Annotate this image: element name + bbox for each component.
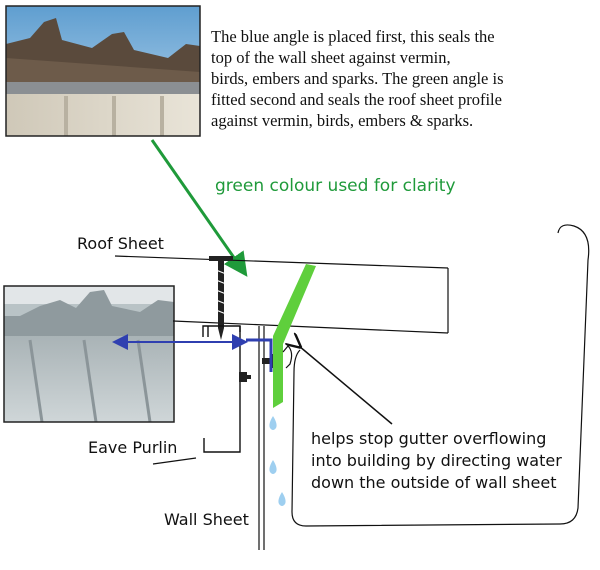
photo-wall-angle-detail <box>3 285 175 423</box>
overflow-line: down the outside of wall sheet <box>311 473 557 492</box>
green-colour-note: green colour used for clarity <box>215 176 456 196</box>
wall-sheet-label: Wall Sheet <box>164 510 249 529</box>
intro-line: top of the wall sheet against vermin, <box>211 48 451 67</box>
green-angle <box>273 264 316 408</box>
eave-purlin-label: Eave Purlin <box>88 438 178 457</box>
blue-angle <box>246 338 273 372</box>
gutter-overflow-note: helps stop gutter overflowing into build… <box>311 428 581 494</box>
eave-purlin <box>202 325 241 453</box>
intro-line: The blue angle is placed first, this sea… <box>211 27 495 46</box>
intro-line: fitted second and seals the roof sheet p… <box>211 90 502 109</box>
water-drops <box>269 416 286 506</box>
roof-sheet-label: Roof Sheet <box>77 234 164 253</box>
intro-line: birds, embers and sparks. The green angl… <box>211 69 504 88</box>
overflow-line: into building by directing water <box>311 451 562 470</box>
overflow-line: helps stop gutter overflowing <box>311 429 547 448</box>
photo-top-roof-edge <box>5 5 201 137</box>
gutter-outline <box>291 224 590 527</box>
intro-line: against vermin, birds, embers & sparks. <box>211 111 474 130</box>
intro-paragraph: The blue angle is placed first, this sea… <box>211 26 596 131</box>
roof-screw <box>209 256 233 340</box>
angle-clip <box>282 345 293 369</box>
overflow-pointer-arrow <box>299 346 393 425</box>
green-pointer-arrow <box>150 139 248 277</box>
eave-purlin-leader <box>152 457 197 465</box>
